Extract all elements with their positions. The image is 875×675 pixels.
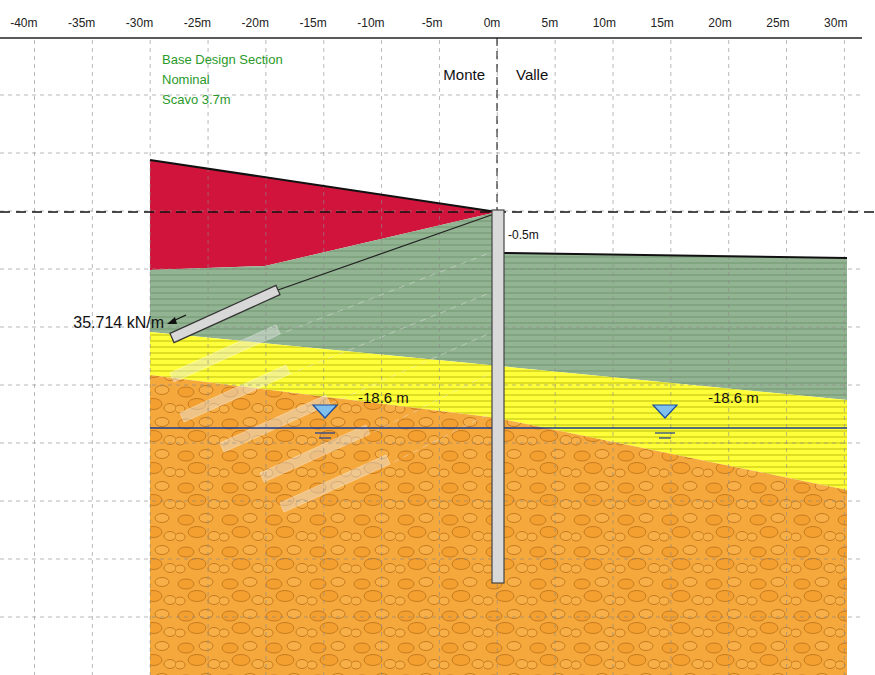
grid-line: [439, 40, 440, 675]
other-stage-anchors: [170, 250, 497, 512]
axis-label: 0m: [484, 17, 501, 31]
axis-label: 30m: [824, 17, 847, 31]
grid-line: [381, 40, 382, 675]
axis-label: 10m: [593, 17, 616, 31]
grid-line: [786, 40, 787, 675]
axis-label: -20m: [242, 17, 269, 31]
grid-line: [0, 269, 862, 270]
excavation-surface: [503, 253, 847, 258]
axis-label: 15m: [651, 17, 674, 31]
grid-line: [265, 40, 266, 675]
anchor-force: 35.714 kN/m: [73, 314, 164, 332]
axis-label: -30m: [126, 17, 153, 31]
section-title: Nominal: [162, 73, 210, 88]
section-title: Scavo 3.7m: [162, 93, 231, 108]
grid-line: [92, 40, 93, 675]
section-title: Base Design Section: [162, 53, 283, 68]
ground-anchor: [167, 213, 497, 343]
grid-line: [34, 40, 35, 675]
side-label: Valle: [516, 66, 548, 83]
grid-line: [844, 40, 845, 675]
grid-line: [0, 501, 862, 502]
ground-surface: [150, 160, 497, 212]
grid-line: [728, 40, 729, 675]
side-label: Monte: [443, 66, 485, 83]
axis-label: 25m: [766, 17, 789, 31]
grid-line: [0, 559, 862, 560]
grid-line: [0, 617, 862, 618]
grid-lines: [0, 40, 862, 675]
axis-label: -5m: [422, 17, 443, 31]
retaining-wall: [492, 210, 504, 583]
reference-level: [0, 211, 875, 213]
axis-label: -10m: [357, 17, 384, 31]
grid-line: [0, 385, 862, 386]
grid-line: [0, 95, 862, 96]
grid-line: [208, 40, 209, 675]
water-level: -18.6 m: [708, 389, 759, 406]
grid-line: [0, 153, 862, 154]
grid-line: [0, 443, 862, 444]
wall-axis: [497, 38, 498, 212]
axis-label: -35m: [68, 17, 95, 31]
axis-label: -40m: [10, 17, 37, 31]
axis-label: 20m: [708, 17, 731, 31]
grid-line: [670, 40, 671, 675]
grid-line: [323, 40, 324, 675]
top-axis-line: [0, 37, 862, 38]
grid-line: [150, 40, 151, 675]
level-label: -0.5m: [508, 229, 539, 243]
water-level: -18.6 m: [358, 389, 409, 406]
grid-line: [613, 40, 614, 675]
axis-label: -15m: [299, 17, 326, 31]
grid-line: [555, 40, 556, 675]
axis-label: -25m: [184, 17, 211, 31]
axis-label: 5m: [541, 17, 558, 31]
